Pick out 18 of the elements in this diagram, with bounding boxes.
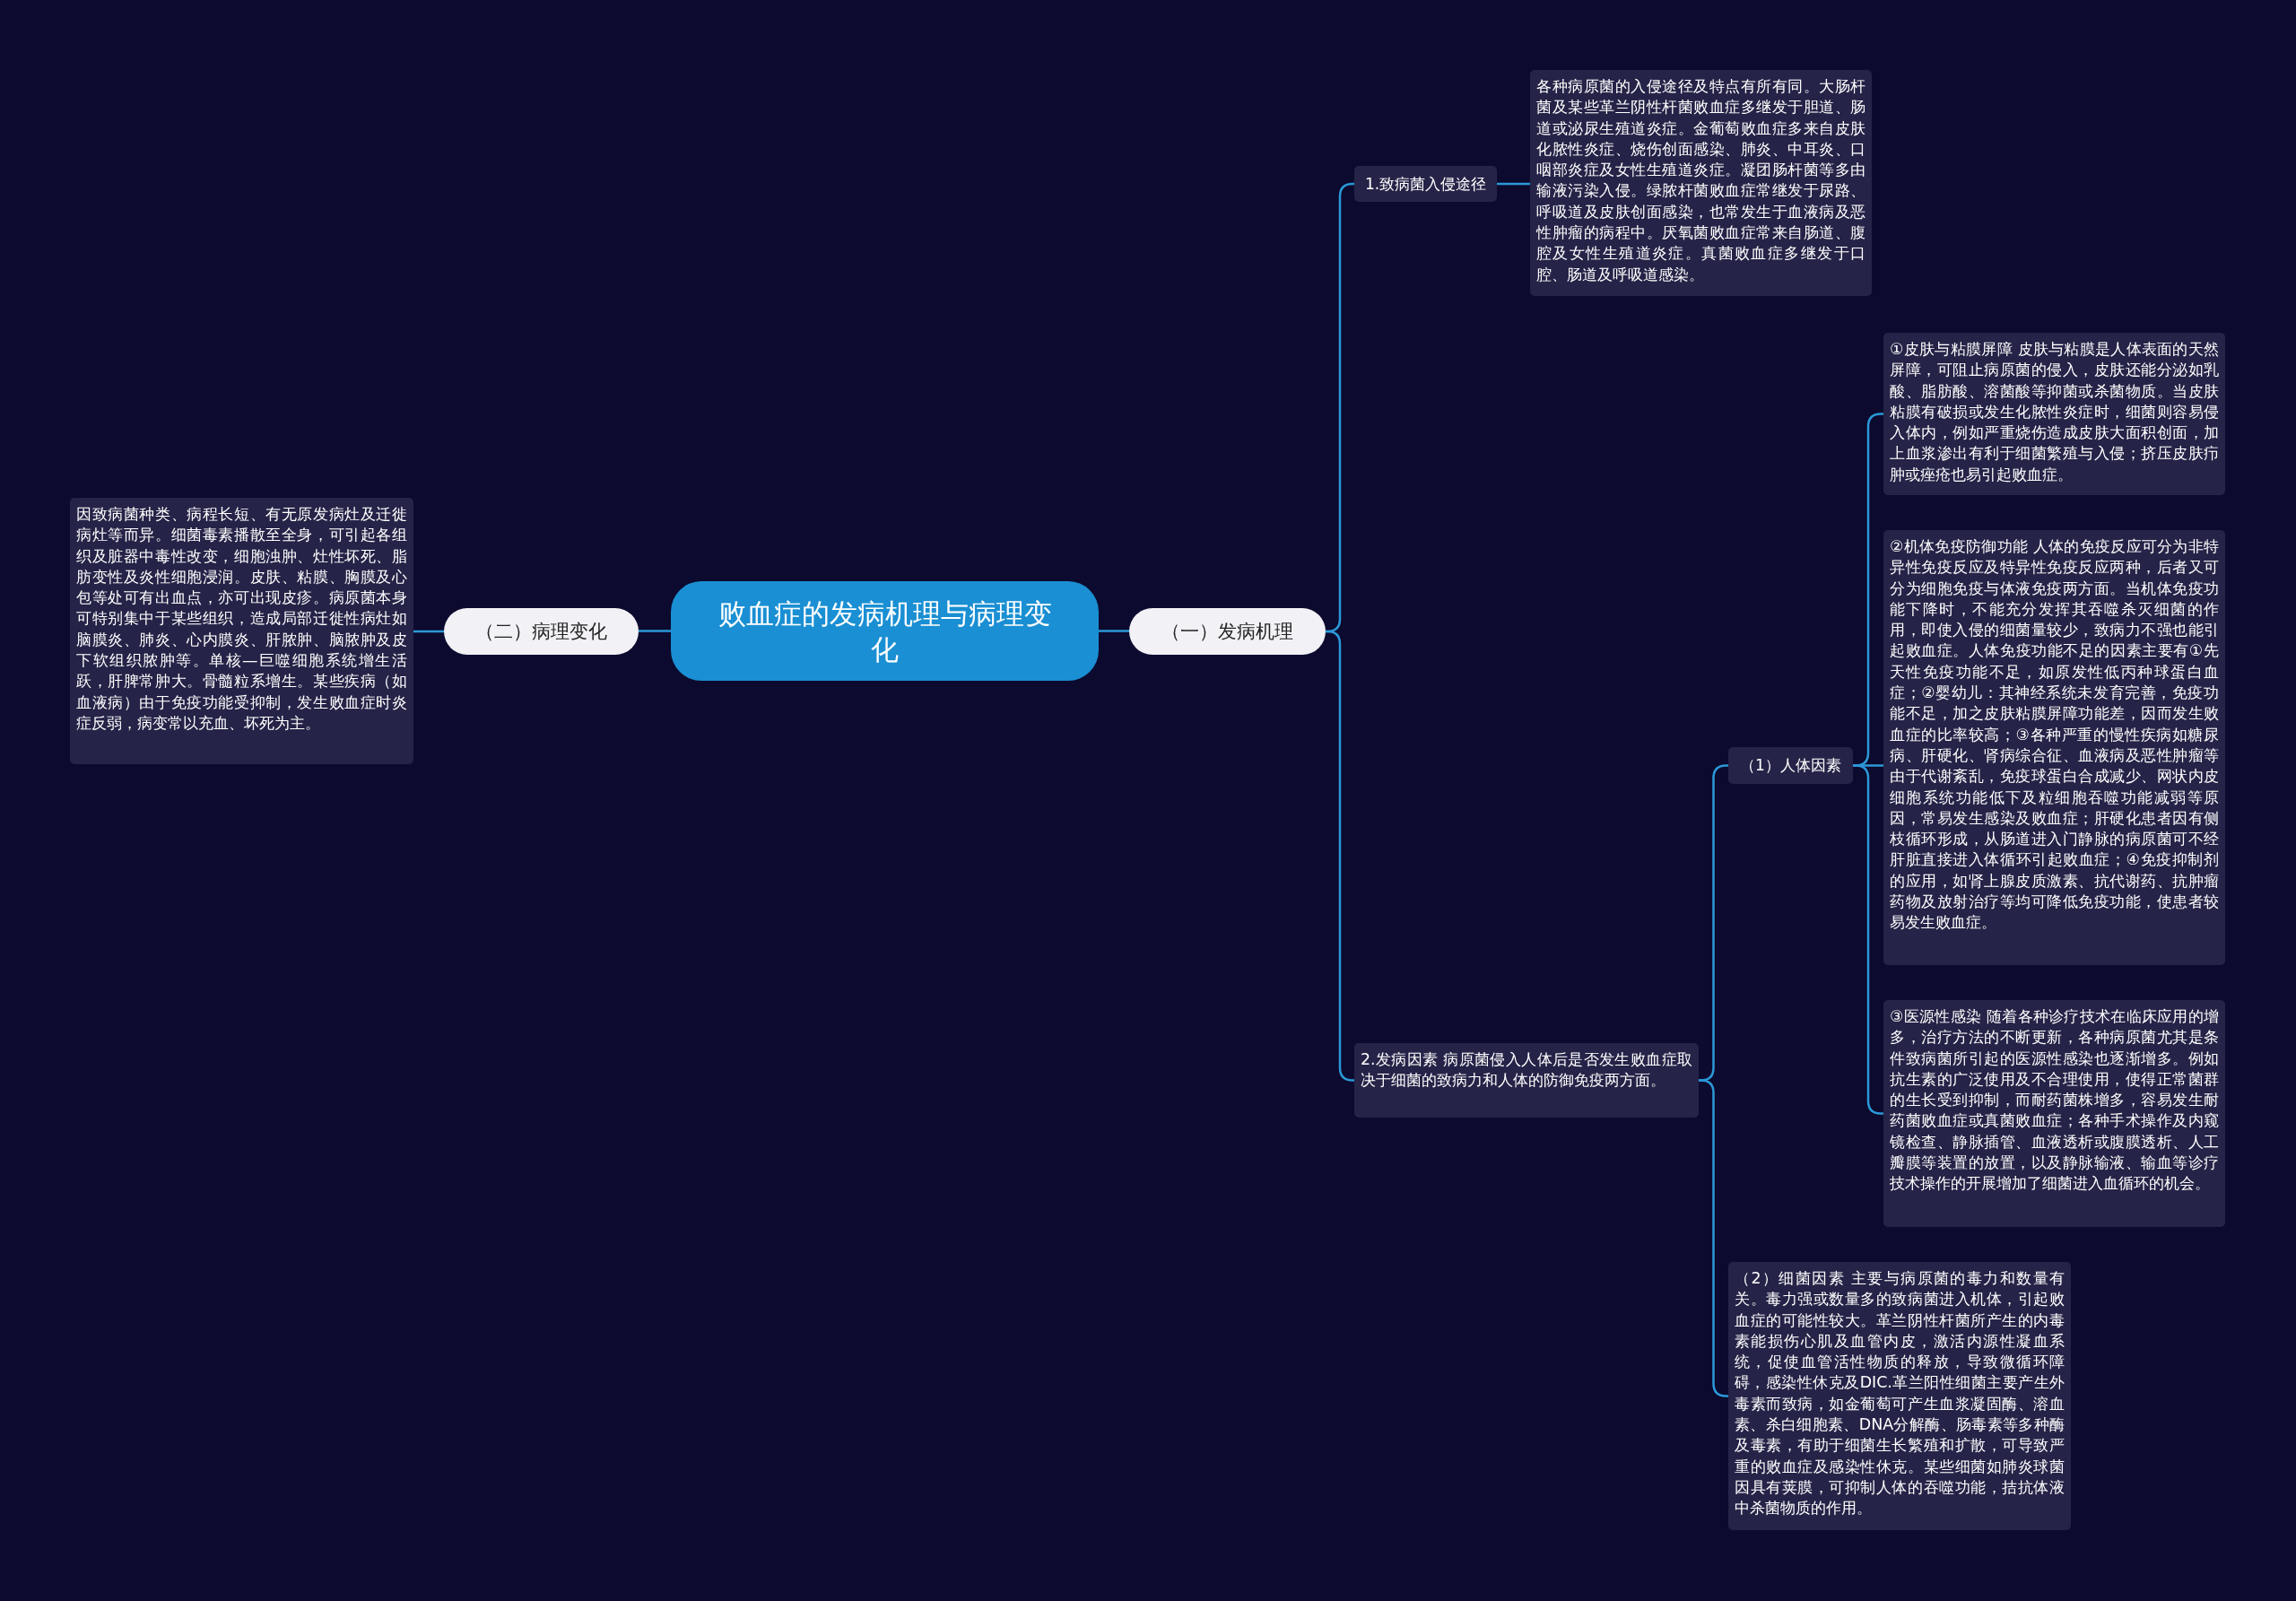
text-card: ②机体免疫防御功能 人体的免疫反应可分为非特异性免疫反应及特异性免疫反应两种，后者又可分为细胞免疫与体液免疫两方面。当机体免疫功能下降时，不能充分发挥其吞噬杀灭细菌的作用，即使入侵的细菌量较少，致病力不强也能引起败血症。人体免疫功能不足的因素主要有①先天性免疫功能不足，如原发性低丙种球蛋白血症；②婴幼儿：其神经系统未发育完善，免疫功能不足，加之皮肤粘膜屏障功能差，因而发生败血症的比率较高；③各种严重的慢性疾病如糖尿病、肝硬化、肾病综合征、血液病及恶性肿瘤等由于代谢紊乱，免疫球蛋白合成减少、网状内皮细胞系统功能低下及粒细胞吞噬功能减弱等原因，常易发生感染及败血症；肝硬化患者因有侧枝循环形成，从肠道进入门静脉的病原菌可不经肝脏直接进入体循环引起败血症；④免疫抑制剂的应用，如肾上腺皮质激素、抗代谢药、抗肿瘤药物及放射治疗等均可降低免疫功能，使患者较易发生败血症。 <box>1883 530 2225 965</box>
text-card: ③医源性感染 随着各种诊疗技术在临床应用的增多，治疗方法的不断更新，各种病原菌尤其是条件致病菌所引起的医源性感染也逐渐增多。例如抗生素的广泛使用及不合理使用，使得正常菌群的生长受到抑制，而耐药菌株增多，容易发生耐药菌败血症或真菌败血症；各种手术操作及内窥镜检查、静脉插管、血液透析或腹膜透析、人工瓣膜等装置的放置，以及静脉输液、输血等诊疗技术操作的开展增加了细菌进入血循环的机会。 <box>1883 1000 2225 1227</box>
text-card: （2）细菌因素 主要与病原菌的毒力和数量有关。毒力强或数量多的致病菌进入机体，引起败血症的可能性较大。革兰阴性杆菌所产生的内毒素能损伤心肌及血管内皮，激活内源性凝血系统，促使血管活性物质的释放，导致微循环障碍，感染性休克及DIC.革兰阳性细菌主要产生外毒素而致病，如金葡萄可产生血浆凝固酶、溶血素、杀白细胞素、DNA分解酶、肠毒素等多种酶及毒素，有助于细菌生长繁殖和扩散，可导致严重的败血症及感染性休克。某些细菌如肺炎球菌因具有荚膜，可抑制人体的吞噬功能，拮抗体液中杀菌物质的作用。 <box>1728 1262 2071 1530</box>
text-card: 因致病菌种类、病程长短、有无原发病灶及迁徙病灶等而异。细菌毒素播散至全身，可引起各组织及脏器中毒性改变，细胞浊肿、灶性坏死、脂肪变性及炎性细胞浸润。皮肤、粘膜、胸膜及心包等处可有出血点，亦可出现皮疹。病原菌本身可特别集中于某些组织，造成局部迁徙性病灶如脑膜炎、肺炎、心内膜炎、肝脓肿、脑脓肿及皮下软组织脓肿等。单核—巨噬细胞系统增生活跃，肝脾常肿大。骨髓粒系增生。某些疾病（如血液病）由于免疫功能受抑制，发生败血症时炎症反弱，病变常以充血、坏死为主。 <box>70 498 413 764</box>
topic-label: （1）人体因素 <box>1728 747 1853 784</box>
connector <box>1497 182 1530 186</box>
connector <box>639 630 671 632</box>
topic-label: 1.致病菌入侵途径 <box>1354 166 1497 202</box>
branch-pill: （二）病理变化 <box>444 608 639 655</box>
text-card: ①皮肤与粘膜屏障 皮肤与粘膜是人体表面的天然屏障，可阻止病原菌的侵入，皮肤还能分泌如乳酸、脂肪酸、溶菌酸等抑菌或杀菌物质。当皮肤粘膜有破损或发生化脓性炎症时，细菌则容易侵入体内，例如严重烧伤造成皮肤大面积创面，加上血浆渗出有利于细菌繁殖与入侵；挤压皮肤疖肿或痤疮也易引起败血症。 <box>1883 333 2225 495</box>
connector <box>1325 630 1355 1082</box>
text-card: 各种病原菌的入侵途径及特点有所有同。大肠杆菌及某些革兰阴性杆菌败血症多继发于胆道、肠道或泌尿生殖道炎症。金葡萄败血症多来自皮肤化脓性炎症、烧伤创面感染、肺炎、中耳炎、口咽部炎症及女性生殖道炎症。凝团肠杆菌等多由输液污染入侵。绿脓杆菌败血症常继发于尿路、呼吸道及皮肤创面感染，也常发生于血液病及恶性肿瘤的病程中。厌氧菌败血症常来自肠道、腹腔及女性生殖道炎症。真菌败血症多继发于口腔、肠道及呼吸道感染。 <box>1530 70 1872 296</box>
central-topic: 败血症的发病机理与病理变化 <box>671 581 1099 681</box>
connector <box>413 630 444 633</box>
branch-pill: （一）发病机理 <box>1129 608 1326 655</box>
connector <box>1853 764 1883 1115</box>
text-card: 2.发病因素 病原菌侵入人体后是否发生败血症取决于细菌的致病力和人体的防御免疫两方面。 <box>1354 1043 1699 1118</box>
connector <box>1099 630 1129 632</box>
